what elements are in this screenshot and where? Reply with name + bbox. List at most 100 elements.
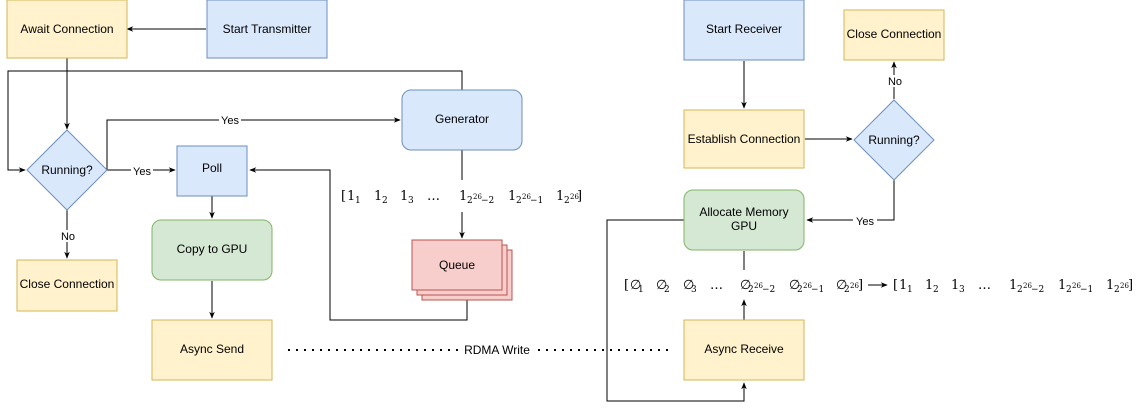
svg-text:1: 1 — [508, 189, 516, 204]
svg-text:…: … — [427, 189, 440, 204]
close-connection-left-label: Close Connection — [20, 277, 115, 291]
svg-text:−1: −1 — [530, 196, 543, 206]
start-transmitter-node: Start Transmitter — [206, 0, 328, 59]
svg-text:2: 2 — [933, 285, 939, 295]
svg-text:]: ] — [1128, 278, 1133, 293]
svg-text:26: 26 — [1072, 282, 1081, 290]
svg-text:1: 1 — [355, 196, 361, 206]
svg-text:26: 26 — [522, 193, 531, 201]
svg-text:1: 1 — [638, 285, 644, 295]
establish-connection-node: Establish Connection — [683, 109, 805, 169]
svg-text:[: [ — [624, 278, 629, 293]
svg-text:3: 3 — [959, 285, 965, 295]
svg-text:1: 1 — [907, 285, 913, 295]
edge-running-to-generator — [106, 117, 401, 170]
await-connection-node: Await Connection — [6, 0, 128, 59]
running-right-label: Running? — [868, 133, 920, 147]
svg-text:2: 2 — [1017, 285, 1023, 295]
yes-right-label: Yes — [856, 216, 874, 228]
svg-text:−1: −1 — [1080, 285, 1093, 295]
svg-text:1: 1 — [951, 278, 959, 293]
queue-label: Queue — [439, 258, 475, 272]
svg-text:1: 1 — [347, 189, 355, 204]
svg-text:2: 2 — [516, 196, 522, 206]
establish-connection-label: Establish Connection — [688, 132, 801, 146]
svg-text:26: 26 — [754, 282, 763, 290]
edge-running-to-allocate — [806, 180, 895, 223]
async-receive-label: Async Receive — [704, 342, 784, 356]
svg-text:26: 26 — [570, 193, 579, 201]
svg-text:26: 26 — [1120, 282, 1129, 290]
svg-text:∅: ∅ — [630, 278, 641, 293]
async-send-node: Async Send — [151, 319, 273, 381]
no-right-label: No — [888, 76, 902, 88]
yes-generator-label: Yes — [221, 115, 239, 127]
generator-label: Generator — [435, 112, 489, 126]
svg-text:−2: −2 — [762, 285, 775, 295]
svg-text:1: 1 — [1058, 278, 1066, 293]
svg-text:∅: ∅ — [836, 278, 847, 293]
start-receiver-node: Start Receiver — [683, 0, 805, 61]
queue-node: Queue — [411, 239, 513, 301]
svg-text:∅: ∅ — [789, 278, 800, 293]
svg-text:−2: −2 — [1031, 285, 1044, 295]
edge-generator-loop-to-running — [7, 70, 463, 173]
running-left-label: Running? — [41, 163, 93, 177]
svg-text:3: 3 — [691, 285, 697, 295]
svg-text:1: 1 — [925, 278, 933, 293]
svg-text:∅: ∅ — [656, 278, 667, 293]
svg-text:1: 1 — [459, 189, 467, 204]
no-left-label: No — [61, 231, 75, 243]
svg-text:2: 2 — [564, 196, 570, 206]
svg-text:2: 2 — [1114, 285, 1120, 295]
svg-text:2: 2 — [797, 285, 803, 295]
svg-text:−2: −2 — [481, 196, 494, 206]
svg-text:1: 1 — [374, 189, 382, 204]
close-connection-right-node: Close Connection — [843, 9, 945, 61]
svg-text:26: 26 — [473, 193, 482, 201]
svg-text:1: 1 — [1106, 278, 1114, 293]
svg-text:2: 2 — [382, 196, 388, 206]
svg-text:]: ] — [577, 189, 582, 204]
copy-to-gpu-node: Copy to GPU — [151, 219, 273, 281]
async-receive-node: Async Receive — [683, 319, 805, 381]
svg-text:[: [ — [341, 189, 346, 204]
poll-label: Poll — [202, 161, 222, 175]
svg-text:2: 2 — [748, 285, 754, 295]
svg-text:∅: ∅ — [683, 278, 694, 293]
svg-text:]: ] — [858, 278, 863, 293]
edge-queue-to-poll — [249, 167, 468, 321]
svg-text:…: … — [710, 278, 723, 293]
svg-text:2: 2 — [467, 196, 473, 206]
svg-text:2: 2 — [664, 285, 670, 295]
allocate-memory-label-line1: Allocate Memory — [699, 205, 788, 219]
svg-text:26: 26 — [803, 282, 812, 290]
svg-text:1: 1 — [899, 278, 907, 293]
svg-text:[: [ — [893, 278, 898, 293]
svg-text:1: 1 — [400, 189, 408, 204]
close-connection-left-node: Close Connection — [16, 259, 118, 312]
await-connection-label: Await Connection — [20, 22, 113, 36]
svg-text:26: 26 — [1023, 282, 1032, 290]
yes-poll-label: Yes — [133, 166, 151, 178]
edge-loop-to-receive — [606, 219, 747, 402]
generator-node: Generator — [401, 89, 523, 151]
start-transmitter-label: Start Transmitter — [223, 22, 312, 36]
svg-text:2: 2 — [844, 285, 850, 295]
copy-to-gpu-label: Copy to GPU — [177, 242, 248, 256]
svg-text:−1: −1 — [811, 285, 824, 295]
svg-text:1: 1 — [556, 189, 564, 204]
allocate-memory-label-line2: GPU — [731, 219, 757, 233]
svg-text:2: 2 — [1066, 285, 1072, 295]
svg-text:1: 1 — [1009, 278, 1017, 293]
close-connection-right-label: Close Connection — [847, 27, 942, 41]
running-right-node: Running? — [853, 99, 935, 181]
running-left-node: Running? — [26, 129, 108, 211]
allocate-memory-node: Allocate Memory GPU — [683, 189, 805, 251]
poll-node: Poll — [176, 145, 248, 197]
